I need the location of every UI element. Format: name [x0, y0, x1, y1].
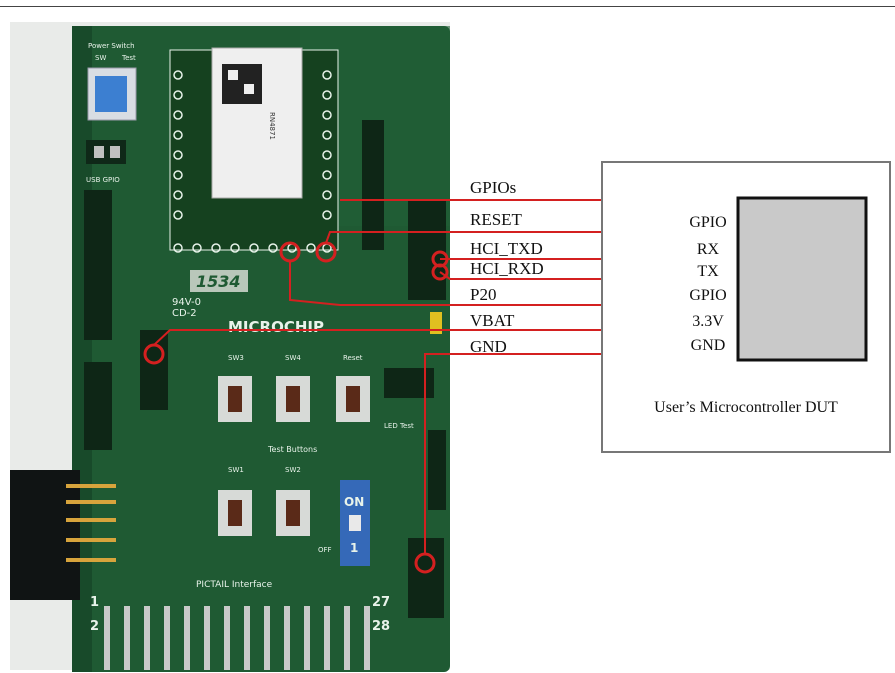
mcu-pin-tx: TX	[697, 263, 719, 280]
button-sw4-cap	[286, 386, 300, 412]
sw1-label: SW1	[228, 466, 244, 474]
power-header	[384, 368, 434, 398]
dip-num-label: 1	[350, 541, 358, 555]
marker-rxd	[431, 263, 449, 281]
mcu-pin-rx: RX	[697, 241, 720, 258]
signal-label-gpios: GPIOs	[470, 178, 516, 197]
date-code: 1534	[196, 272, 241, 291]
usb-gpio-header	[84, 190, 112, 340]
switch-sw-label: SW	[95, 54, 106, 62]
button-sw3-cap	[228, 386, 242, 412]
signal-label-hci-rxd: HCI_RXD	[470, 259, 544, 278]
qr-code-block	[228, 70, 238, 80]
brand-logo: MICROCHIP	[228, 318, 324, 336]
led-header	[428, 430, 446, 510]
left-header-lower	[84, 362, 112, 450]
mcu-pin-gpio-1: GPIO	[689, 214, 726, 231]
pin-start-top: 1	[90, 595, 99, 610]
dip-slider	[349, 515, 361, 531]
power-switch-label: Power Switch	[88, 42, 135, 50]
test-buttons-label: Test Buttons	[267, 445, 317, 454]
top-rule	[0, 6, 895, 7]
vbat-header	[140, 330, 168, 410]
pictail-label: PICTAIL Interface	[196, 580, 273, 590]
right-header-upper	[362, 120, 384, 250]
wire-p20	[289, 261, 738, 306]
side-connector	[10, 470, 80, 600]
signal-labels: GPIOs RESET HCI_TXD HCI_RXD P20 VBAT GND	[470, 178, 544, 356]
signal-label-p20: P20	[470, 285, 496, 304]
sw4-label: SW4	[285, 354, 301, 362]
usb-gpio-label: USB GPIO	[86, 176, 120, 184]
jumper-j1-pin	[94, 146, 104, 158]
board-photo: Power Switch SW Test USB GPIO RN4871	[10, 22, 450, 672]
switch-test-label: Test	[121, 54, 136, 62]
mcu-box: GPIO RX TX GPIO 3.3V GND User’s Microcon…	[601, 161, 891, 453]
mcu-chip	[736, 196, 868, 362]
button-sw1-cap	[228, 500, 242, 526]
mcu-pin-gpio-2: GPIO	[689, 287, 726, 304]
dip-off-label: OFF	[318, 546, 332, 554]
qr-code-block	[244, 84, 254, 94]
button-sw2-cap	[286, 500, 300, 526]
sw2-label: SW2	[285, 466, 301, 474]
power-switch-button	[95, 76, 127, 112]
cert-label-2: CD-2	[172, 308, 197, 319]
button-reset-cap	[346, 386, 360, 412]
dip-on-label: ON	[344, 495, 364, 509]
signal-label-hci-txd: HCI_TXD	[470, 239, 543, 258]
signal-label-vbat: VBAT	[470, 311, 515, 330]
side-connector-pins	[66, 484, 116, 562]
signal-label-gnd: GND	[470, 337, 507, 356]
mcu-title: User’s Microcontroller DUT	[654, 399, 838, 416]
cert-label: 94V-0	[172, 297, 201, 308]
module-text: RN4871	[268, 112, 276, 140]
sw3-label: SW3	[228, 354, 244, 362]
pictail-pins	[104, 606, 370, 670]
module-pin-row	[173, 70, 332, 253]
mcu-pin-3v3: 3.3V	[692, 313, 724, 330]
wire-vbat	[153, 329, 738, 346]
reset-label: Reset	[343, 354, 363, 362]
signal-header	[408, 200, 446, 300]
date-code-box	[190, 270, 248, 292]
signal-label-reset: RESET	[470, 210, 523, 229]
jumper-j1-pin	[110, 146, 120, 158]
pin-end-top: 27	[372, 595, 390, 610]
vbat-jumper	[430, 312, 442, 334]
pin-end-bottom: 28	[372, 619, 390, 634]
mcu-pin-gnd: GND	[691, 337, 726, 354]
led-test-label: LED Test	[384, 422, 414, 430]
pin-start-bottom: 2	[90, 619, 99, 634]
